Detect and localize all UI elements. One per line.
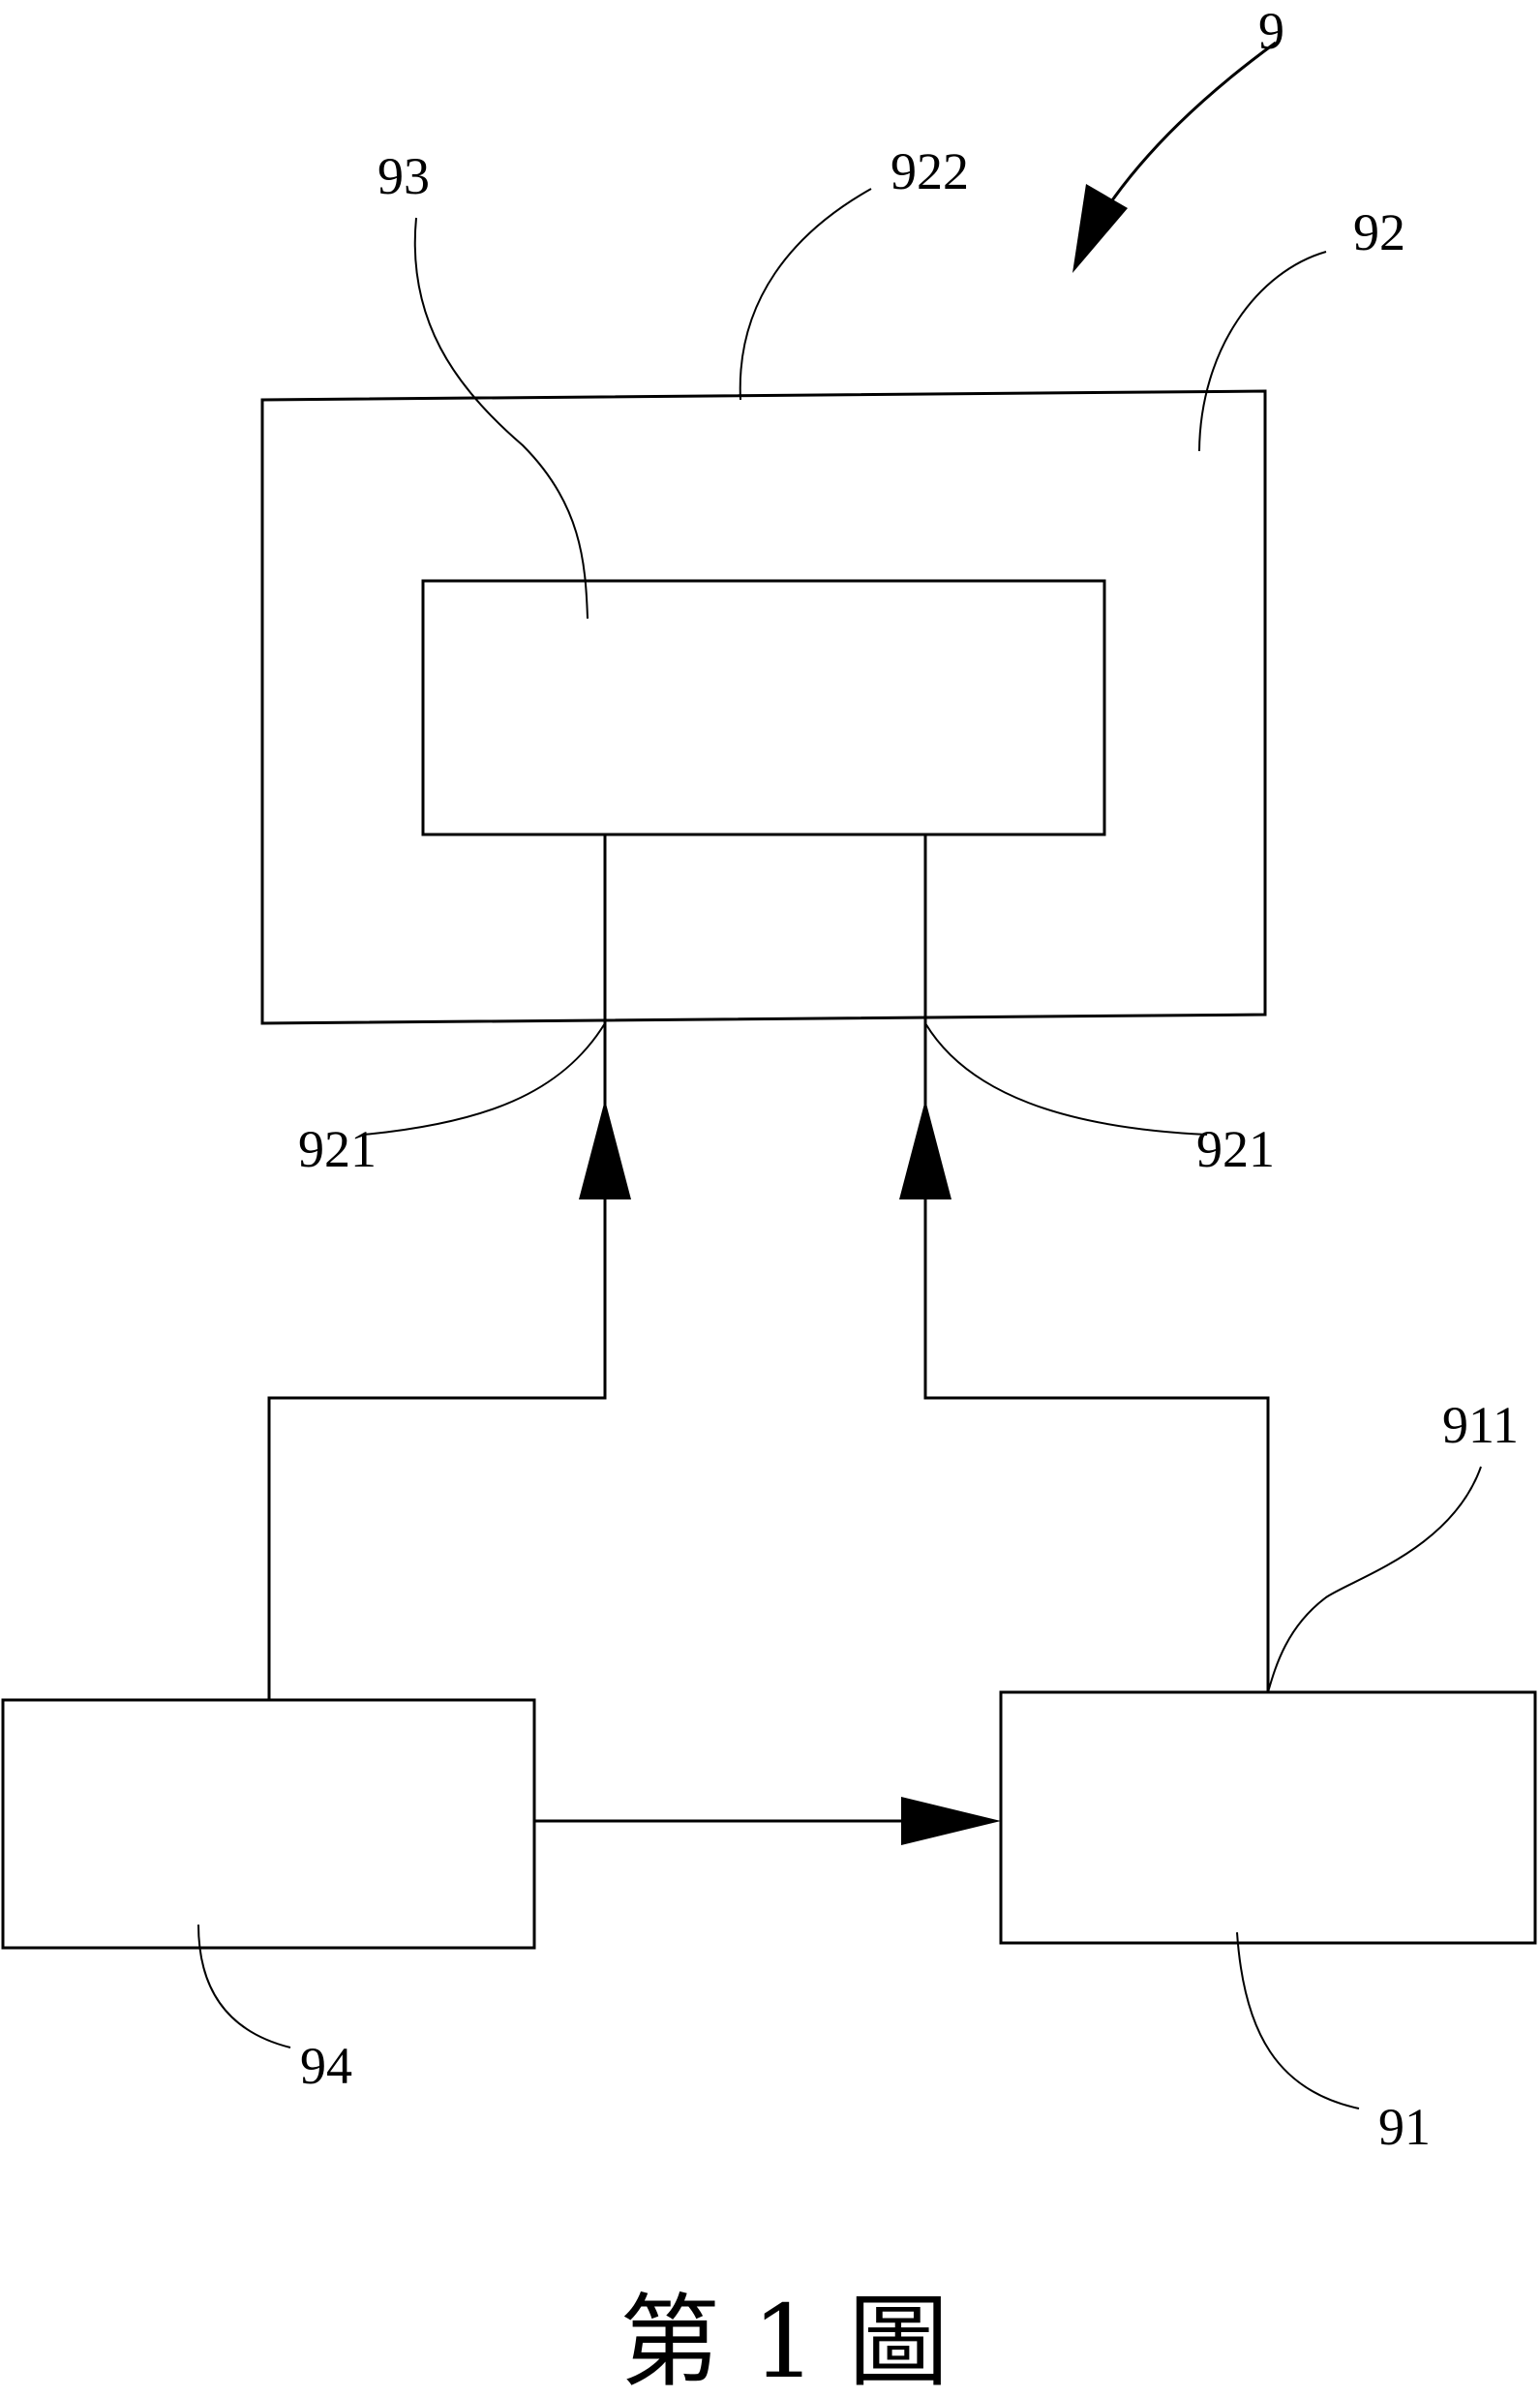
label-922: 922 (891, 142, 969, 200)
leader-911 (1267, 1466, 1482, 1693)
label-921-left: 921 (298, 1120, 377, 1178)
arrowhead-up-right (899, 1100, 951, 1199)
connector-left (267, 834, 607, 1700)
leader-921-right (924, 1022, 1208, 1136)
leader-93 (413, 217, 589, 620)
inner-box-93 (421, 579, 1106, 836)
label-93: 93 (377, 147, 430, 205)
connector-right (923, 834, 1270, 1692)
label-911: 911 (1442, 1396, 1519, 1454)
leader-921-left (363, 1022, 606, 1136)
label-91: 91 (1378, 2098, 1431, 2156)
label-921-right: 921 (1196, 1120, 1275, 1178)
leader-91 (1236, 1931, 1360, 2109)
leader-922 (739, 188, 872, 401)
leader-92 (1198, 251, 1327, 452)
housing-box-92 (260, 389, 1267, 1025)
leader-94 (197, 1924, 291, 2048)
reference-arrowhead-9 (1072, 184, 1128, 273)
label-92: 92 (1353, 203, 1405, 261)
figure-caption: 第 1 圖 (619, 2283, 949, 2397)
box-94 (1, 1698, 536, 1950)
label-9: 9 (1258, 2, 1284, 60)
box-91 (999, 1690, 1537, 1945)
reference-arrow-9 (1102, 41, 1277, 214)
arrowhead-right (901, 1797, 1001, 1845)
label-94: 94 (300, 2037, 352, 2095)
arrowhead-up-left (579, 1100, 631, 1199)
